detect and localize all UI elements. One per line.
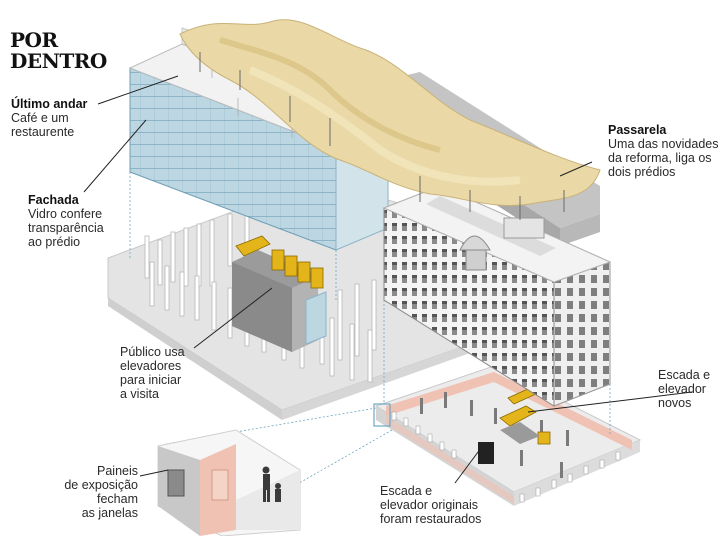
annotation-title: Último andar bbox=[11, 97, 88, 111]
title-line-1: POR bbox=[10, 28, 58, 52]
annotation-ultimo-andar: Último andar Café e um restaurente bbox=[11, 97, 87, 139]
annotation-text: Escada e elevador originais foram restau… bbox=[380, 484, 482, 526]
annotation-paineis: Paineis de exposição fecham as janelas bbox=[50, 464, 138, 520]
roof-canopy bbox=[179, 19, 601, 220]
annotation-text: Vidro confere transparência ao prédio bbox=[28, 207, 104, 249]
historic-building bbox=[382, 185, 612, 407]
exhibition-panel-inset bbox=[157, 429, 301, 536]
window-detail-marker bbox=[373, 403, 391, 427]
annotation-escada-originais: Escada e elevador originais foram restau… bbox=[380, 484, 481, 526]
annotation-text: Uma das novidades da reforma, liga os do… bbox=[608, 137, 719, 179]
annotation-title: Passarela bbox=[608, 123, 667, 137]
annotation-text: Café e um restaurente bbox=[11, 111, 75, 139]
annotation-text: Paineis de exposição fecham as janelas bbox=[64, 464, 138, 520]
annotation-text: Escada e elevador novos bbox=[658, 368, 711, 410]
annotation-publico: Público usa elevadores para iniciar a vi… bbox=[120, 345, 185, 401]
page-title: POR DENTRO bbox=[10, 30, 107, 72]
annotation-passarela: Passarela Uma das novidades da reforma, … bbox=[608, 123, 718, 179]
elevator-core bbox=[232, 235, 327, 352]
leader-lines bbox=[83, 75, 693, 484]
title-line-2: DENTRO bbox=[10, 49, 107, 73]
annotation-fachada: Fachada Vidro confere transparência ao p… bbox=[28, 193, 104, 249]
annotation-escada-novos: Escada e elevador novos bbox=[658, 368, 710, 410]
annotation-title: Fachada bbox=[28, 193, 79, 207]
basement-level bbox=[374, 365, 642, 506]
annotation-text: Público usa elevadores para iniciar a vi… bbox=[120, 345, 185, 401]
